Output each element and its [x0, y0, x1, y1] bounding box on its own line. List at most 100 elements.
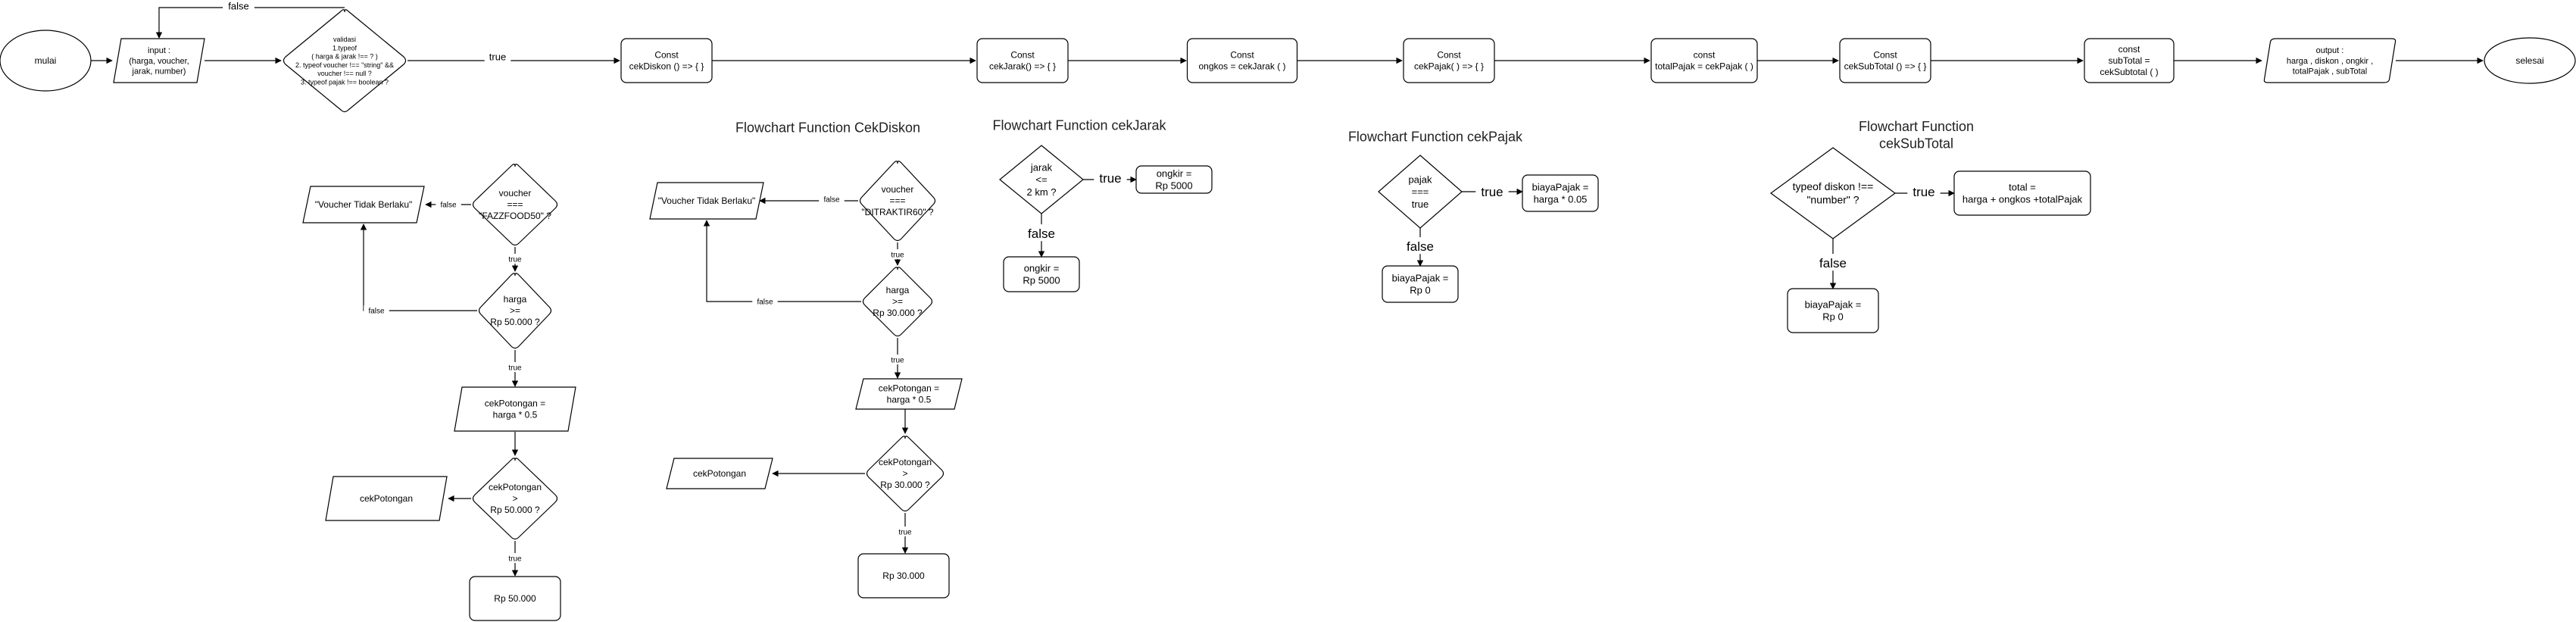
step-cek-subtotal-label-line: Const	[1873, 50, 1897, 61]
step-cek-jarak-label-line: Const	[1010, 50, 1035, 61]
edge-validation-false-loop[interactable]	[155, 7, 345, 39]
jarak-false-output-label-line: Rp 5000	[1023, 275, 1060, 286]
step-cek-pajak[interactable]	[1403, 38, 1495, 83]
label-d1-voucher-false-bg	[436, 199, 461, 209]
output-parallelogram[interactable]	[2263, 38, 2396, 83]
step-subtotal-label-line: const	[2119, 44, 2140, 55]
diskon2-harga-decision-label-line: Rp 30.000 ?	[873, 308, 923, 318]
diskon1-potongan-decision[interactable]	[472, 458, 558, 540]
diskon2-invalid-output[interactable]	[649, 182, 764, 220]
output-parallelogram-label-line: output :	[2316, 46, 2344, 55]
jarak-title: Flowchart Function cekJarak	[992, 117, 1166, 133]
step-cek-diskon-label-line: Const	[654, 50, 679, 61]
label-d1-potongan-true: true	[508, 555, 522, 564]
diskon2-potongan-calc-label-line: cekPotongan =	[879, 383, 939, 394]
subtotal-false-output-label-line: biayaPajak =	[1805, 298, 1862, 310]
diskon1-potongan-output[interactable]	[325, 476, 448, 521]
subtotal-title-line: Flowchart Function	[1859, 119, 1974, 134]
label-d2-voucher-true: true	[891, 252, 904, 260]
diskon1-potongan-calc-label-line: harga * 0.5	[493, 410, 538, 420]
diskon1-harga-decision-label: harga>=Rp 50.000 ?	[490, 294, 540, 327]
output-parallelogram-label-line: totalPajak , subTotal	[2293, 67, 2367, 77]
diskon1-potongan-decision-label: cekPotongan>Rp 50.000 ?	[489, 482, 542, 515]
step-cek-diskon[interactable]	[620, 38, 713, 83]
step-cek-subtotal[interactable]	[1839, 38, 1931, 83]
pajak-title: Flowchart Function cekPajak	[1348, 129, 1523, 144]
diskon2-potongan-calc[interactable]	[855, 378, 963, 410]
pajak-decision[interactable]	[1378, 155, 1463, 229]
edge-d1-harga-false[interactable]	[360, 223, 477, 311]
step-total-pajak[interactable]	[1650, 38, 1758, 83]
validation-decision-label-line: 1.typeof	[333, 44, 358, 52]
label-d2-harga-true: true	[891, 357, 904, 365]
label-d2-voucher-false: false	[823, 196, 840, 205]
step-ongkos-label-line: ongkos = cekJarak ( )	[1198, 61, 1285, 72]
diskon2-potongan-calc-label: cekPotongan =harga * 0.5	[879, 383, 939, 405]
subtotal-decision-label-line: "number" ?	[1806, 194, 1859, 206]
end-terminal[interactable]	[2484, 37, 2576, 84]
diskon2-title-line: Flowchart Function CekDiskon	[735, 120, 920, 135]
diskon2-invalid-output-label-line: "Voucher Tidak Berlaku"	[658, 195, 756, 206]
label-pajak-true: true	[1481, 185, 1503, 199]
diskon1-invalid-output-label: "Voucher Tidak Berlaku"	[315, 199, 413, 210]
diskon2-voucher-decision-label-line: "DITRAKTIR60" ?	[861, 207, 934, 217]
diskon2-voucher-decision-label: voucher==="DITRAKTIR60" ?	[861, 184, 934, 217]
label-d1-voucher-false: false	[440, 202, 457, 210]
label-d1-harga-true-bg	[504, 362, 526, 372]
step-total-pajak-label-line: totalPajak = cekPajak ( )	[1655, 61, 1753, 72]
jarak-false-output[interactable]	[1003, 256, 1080, 292]
jarak-true-output[interactable]	[1135, 165, 1213, 194]
diskon2-potongan-decision[interactable]	[866, 436, 945, 512]
step-cek-jarak-label-line: cekJarak() => { }	[989, 61, 1056, 72]
label-subtotal-false: false	[1819, 256, 1847, 270]
diskon2-harga-decision[interactable]	[862, 267, 933, 337]
step-cek-jarak[interactable]	[976, 38, 1069, 83]
subtotal-false-output-label: biayaPajak =Rp 0	[1805, 298, 1862, 322]
step-cek-diskon-label-line: cekDiskon () => { }	[629, 61, 704, 72]
pajak-false-output[interactable]	[1382, 265, 1459, 303]
diskon1-harga-decision-label-line: >=	[510, 305, 520, 316]
diskon1-voucher-decision[interactable]	[472, 164, 558, 246]
diskon2-max-output[interactable]	[857, 553, 950, 599]
step-subtotal[interactable]	[2084, 38, 2175, 83]
jarak-title-line: Flowchart Function cekJarak	[992, 117, 1166, 133]
diskon1-potongan-calc[interactable]	[454, 386, 576, 432]
diskon1-potongan-output-label-line: cekPotongan	[360, 493, 413, 504]
diskon1-harga-decision-label-line: Rp 50.000 ?	[490, 317, 540, 327]
label-subtotal-false-bg	[1813, 254, 1853, 271]
subtotal-title-line: cekSubTotal	[1879, 136, 1953, 152]
output-parallelogram-label: output :harga , diskon , ongkir ,totalPa…	[2287, 46, 2373, 77]
validation-decision[interactable]	[283, 9, 407, 113]
start-terminal[interactable]	[0, 30, 92, 92]
diskon2-title: Flowchart Function CekDiskon	[735, 120, 920, 135]
subtotal-decision[interactable]	[1769, 147, 1897, 239]
pajak-true-output[interactable]	[1522, 174, 1599, 212]
pajak-true-output-label: biayaPajak =harga * 0.05	[1532, 181, 1589, 205]
subtotal-false-output[interactable]	[1787, 288, 1879, 333]
connector-layer	[91, 7, 2484, 577]
diskon1-harga-decision[interactable]	[478, 273, 552, 349]
input-parallelogram[interactable]	[113, 38, 205, 83]
input-parallelogram-label: input :(harga, voucher,jarak, number)	[129, 46, 189, 77]
subtotal-true-output[interactable]	[1953, 170, 2091, 216]
pajak-false-output-label: biayaPajak =Rp 0	[1392, 272, 1449, 295]
input-parallelogram-label-line: input :	[148, 46, 170, 55]
input-parallelogram-label-line: (harga, voucher,	[129, 57, 189, 66]
diskon2-voucher-decision[interactable]	[859, 161, 936, 242]
diskon1-invalid-output[interactable]	[302, 186, 425, 223]
shape-layer	[0, 9, 2576, 621]
label-validation-true-bg	[484, 49, 511, 63]
diskon1-max-output[interactable]	[469, 576, 561, 621]
step-cek-subtotal-label-line: cekSubTotal () => { }	[1844, 61, 1927, 72]
edge-d2-harga-false[interactable]	[703, 220, 861, 302]
diskon2-potongan-output[interactable]	[666, 458, 773, 489]
diskon1-potongan-calc-label: cekPotongan =harga * 0.5	[485, 399, 545, 420]
jarak-decision[interactable]	[999, 145, 1084, 214]
step-ongkos[interactable]	[1186, 38, 1298, 83]
